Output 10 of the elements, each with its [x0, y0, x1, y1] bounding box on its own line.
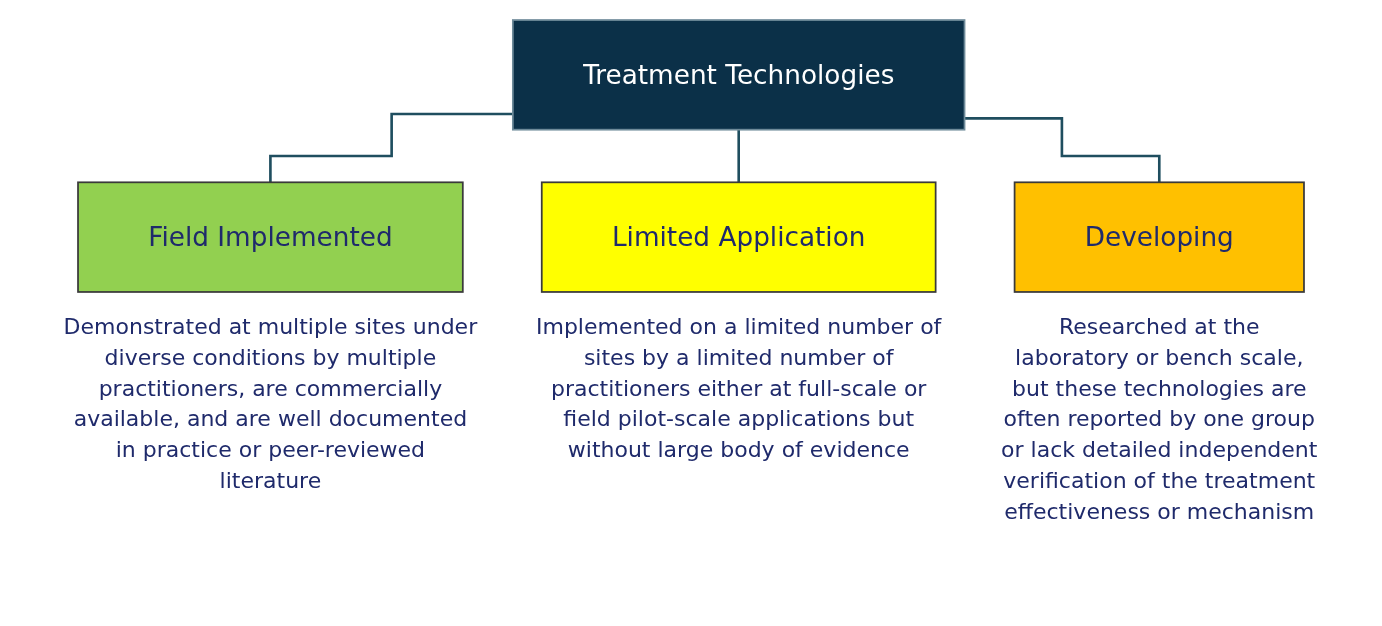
description-text: Implemented on a limited number of sites by a limited number of practitioners either at full-scale or field pilot-scale applications but without large body of evidence: [535, 312, 943, 465]
connector: [737, 128, 740, 184]
connector: [964, 117, 1161, 184]
connector: [269, 112, 513, 184]
node-box: Field Implemented: [77, 181, 464, 293]
description-text: Demonstrated at multiple sites under diverse conditions by multiple practitioners, are commercially available, and are well documented in practice or peer-reviewed literature: [63, 312, 478, 495]
node-box: Treatment Technologies: [512, 19, 966, 131]
node-box: Limited Application: [540, 181, 937, 293]
description-text: Researched at the laboratory or bench scale, but these technologies are often reported by one group or lack detailed independent verification of the treatment effectiveness or mechanism: [1000, 312, 1319, 526]
node-box: Developing: [1013, 181, 1305, 293]
